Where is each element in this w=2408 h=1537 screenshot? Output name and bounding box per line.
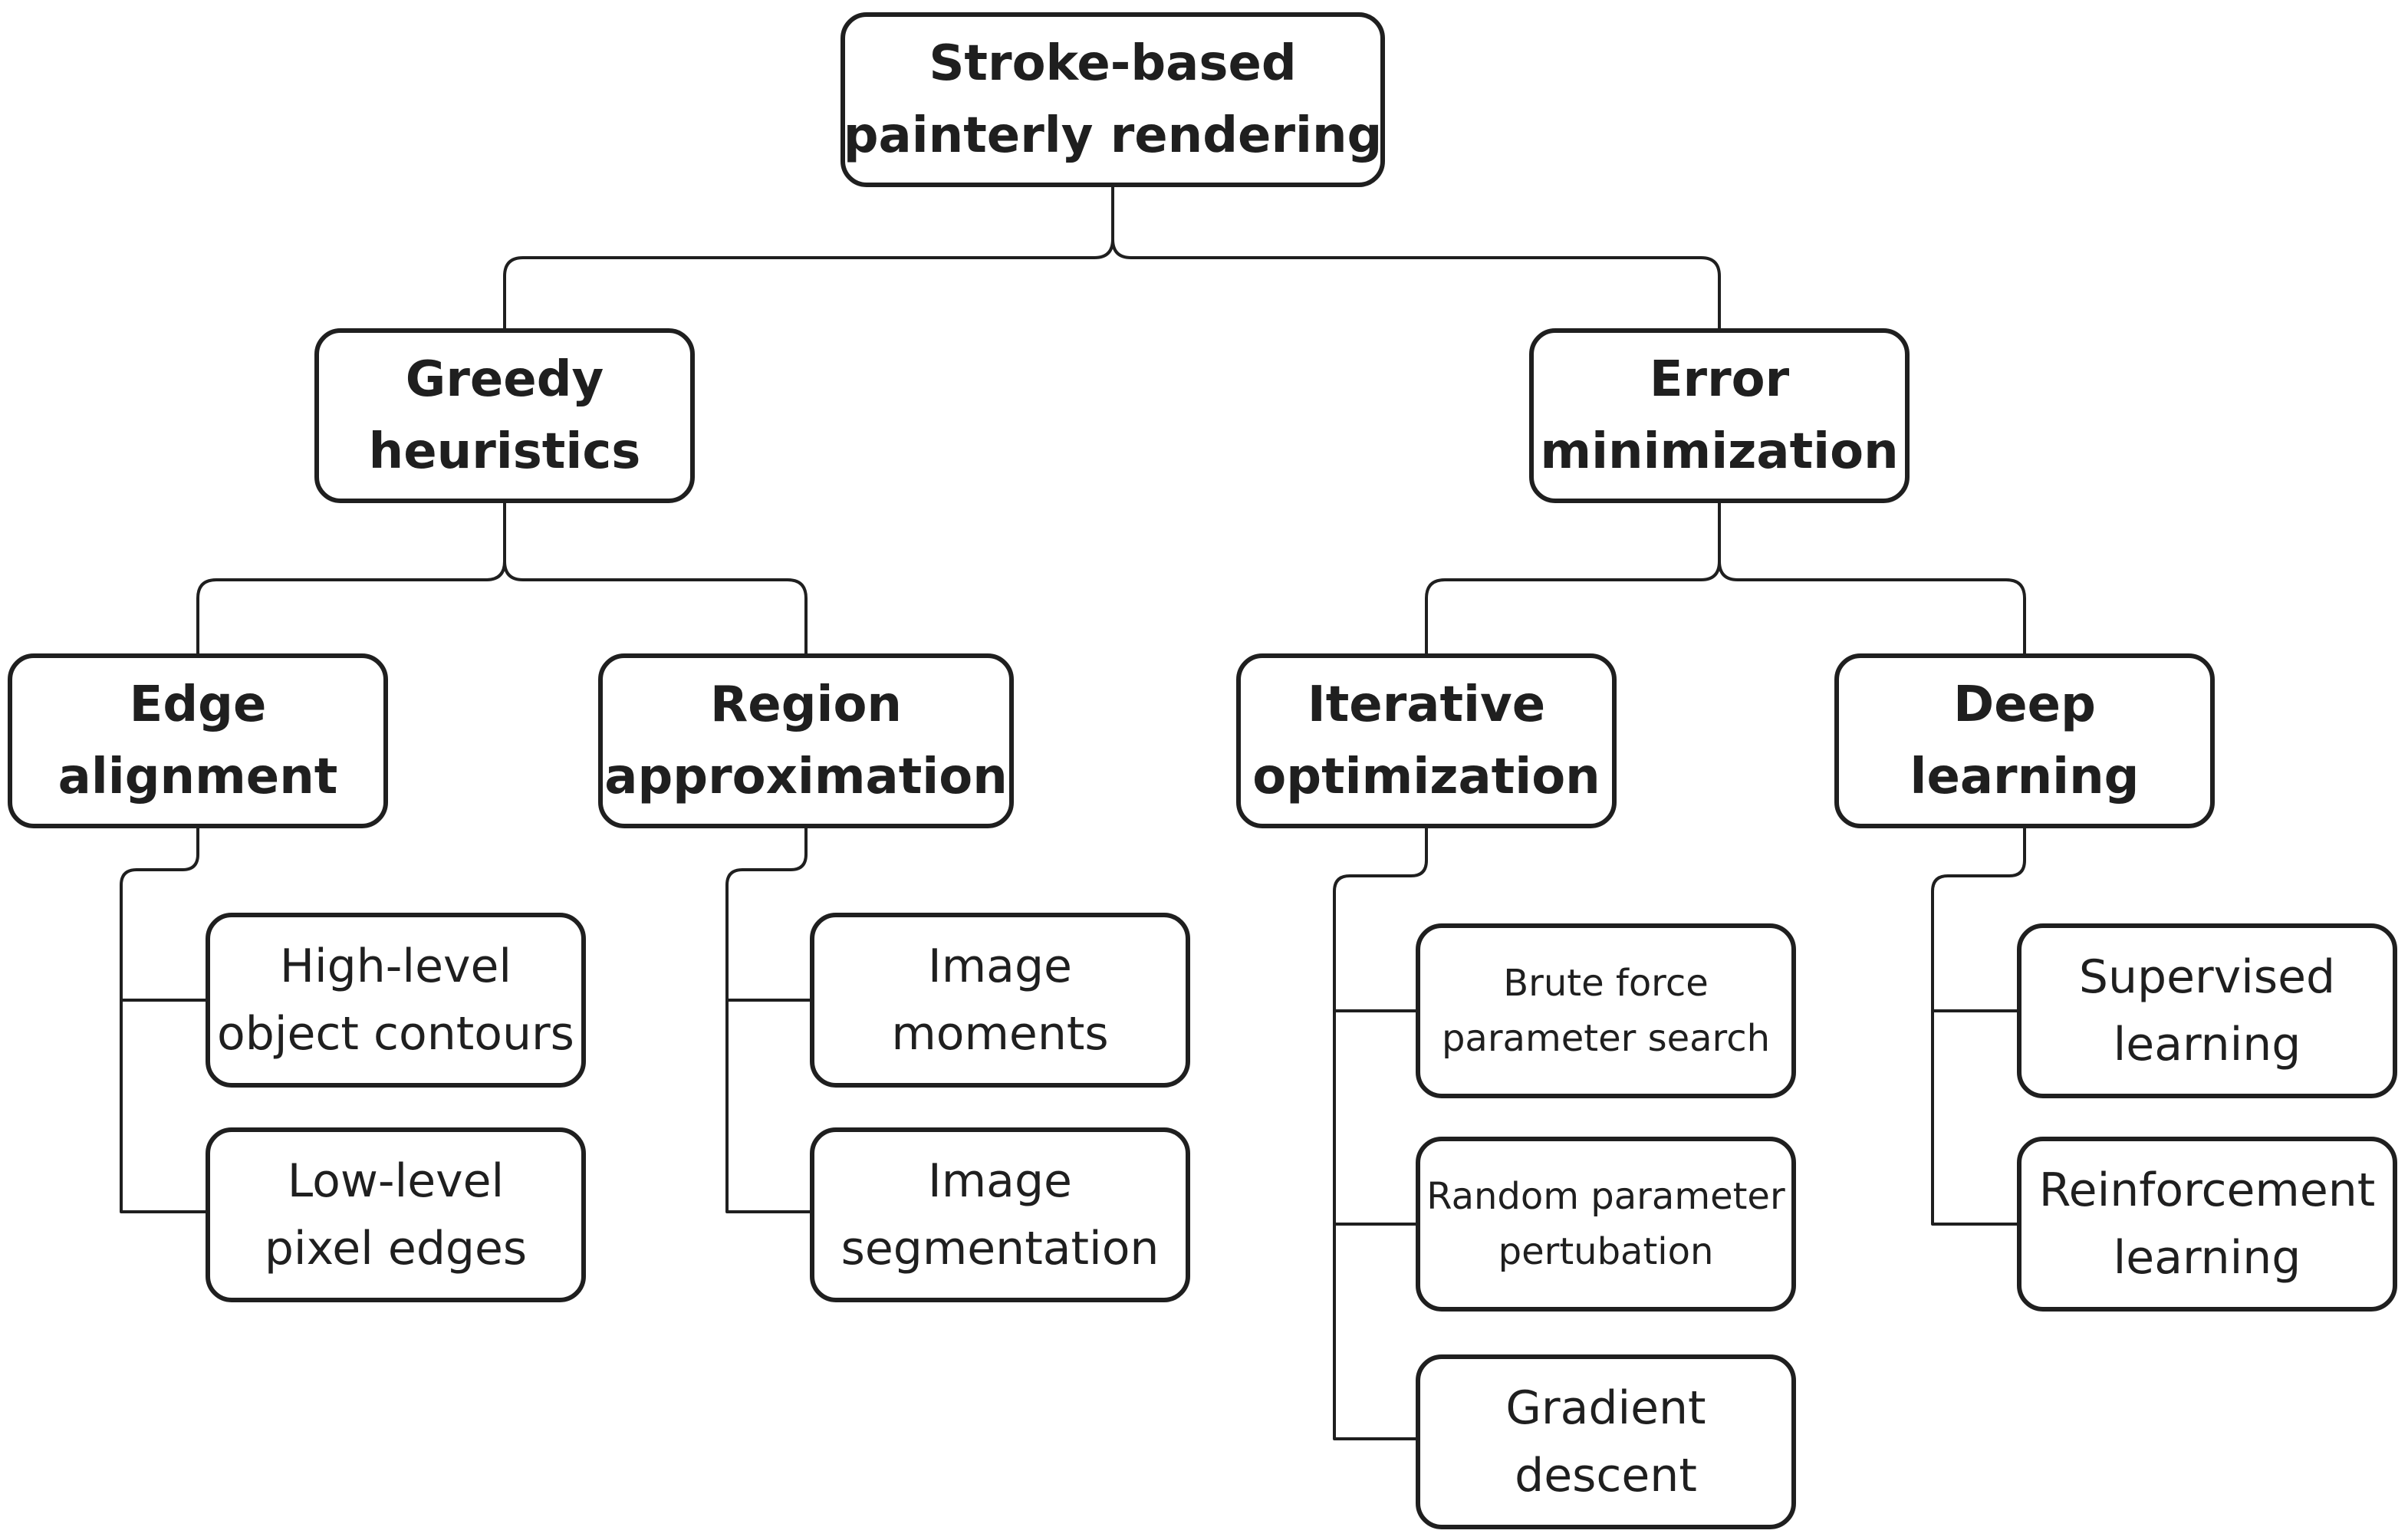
node-label-line: Image xyxy=(928,940,1072,993)
node-label-line: moments xyxy=(891,1007,1109,1061)
node-label-line: alignment xyxy=(58,749,338,805)
node-label-line: heuristics xyxy=(368,423,641,480)
node-label-line: High-level xyxy=(279,940,512,993)
node-label-line: Iterative xyxy=(1307,676,1546,733)
node-label-line: learning xyxy=(2113,1018,2301,1071)
node-label-line: Stroke-based xyxy=(929,35,1297,92)
edge-edge-leaves xyxy=(120,827,207,1213)
edge-error-iterative xyxy=(1425,502,1721,655)
edge-greedy-region xyxy=(503,502,808,655)
node-region-approximation: Region approximation xyxy=(598,653,1014,828)
node-label-line: pixel edges xyxy=(264,1222,528,1275)
edge-root-greedy xyxy=(503,186,1114,330)
node-greedy-heuristics: Greedy heuristics xyxy=(314,328,695,503)
node-image-moments: Image moments xyxy=(810,913,1190,1088)
node-label-line: Brute force xyxy=(1503,962,1709,1005)
node-label-line: Low-level xyxy=(287,1154,505,1208)
node-label-line: descent xyxy=(1515,1449,1697,1502)
edge-greedy-edge xyxy=(196,502,506,655)
node-label-line: Supervised xyxy=(2078,950,2336,1004)
node-label-line: minimization xyxy=(1540,423,1899,480)
node-label-line: segmentation xyxy=(840,1222,1160,1275)
node-high-level-object-contours: High-level object contours xyxy=(206,913,586,1088)
node-low-level-pixel-edges: Low-level pixel edges xyxy=(206,1127,586,1302)
edge-deep-leaves xyxy=(1931,827,2026,1226)
node-label-line: object contours xyxy=(217,1007,574,1061)
edge-region-leaves xyxy=(725,827,811,1213)
node-label-line: pertubation xyxy=(1498,1230,1714,1273)
node-label-line: learning xyxy=(2113,1231,2301,1285)
node-label-line: optimization xyxy=(1252,749,1600,805)
node-label-line: Error xyxy=(1649,351,1790,408)
node-label-line: Gradient xyxy=(1505,1381,1706,1435)
node-label-line: Image xyxy=(928,1154,1072,1208)
edge-error-deep xyxy=(1718,502,2026,655)
node-random-parameter-pertubation: Random parameter pertubation xyxy=(1416,1137,1796,1312)
node-label-line: Edge xyxy=(129,676,267,733)
node-supervised-learning: Supervised learning xyxy=(2017,923,2397,1098)
node-image-segmentation: Image segmentation xyxy=(810,1127,1190,1302)
node-label-line: parameter search xyxy=(1441,1017,1771,1060)
node-label-line: Reinforcement xyxy=(2038,1163,2376,1217)
edge-iter-leaves xyxy=(1333,827,1428,1440)
node-reinforcement-learning: Reinforcement learning xyxy=(2017,1137,2397,1312)
node-label-line: approximation xyxy=(604,749,1008,805)
node-brute-force-parameter-search: Brute force parameter search xyxy=(1416,923,1796,1098)
node-label-line: Random parameter xyxy=(1426,1175,1785,1218)
node-deep-learning: Deep learning xyxy=(1834,653,2215,828)
node-iterative-optimization: Iterative optimization xyxy=(1236,653,1617,828)
node-label-line: Deep xyxy=(1953,676,2096,733)
edge-root-error xyxy=(1111,186,1721,330)
node-edge-alignment: Edge alignment xyxy=(8,653,388,828)
node-label-line: learning xyxy=(1910,749,2140,805)
node-label-line: Region xyxy=(710,676,902,733)
node-stroke-based-painterly-rendering: Stroke-based painterly rendering xyxy=(840,12,1385,187)
node-error-minimization: Error minimization xyxy=(1529,328,1910,503)
node-label-line: Greedy xyxy=(405,351,604,408)
node-gradient-descent: Gradient descent xyxy=(1416,1354,1796,1529)
node-label-line: painterly rendering xyxy=(843,107,1383,164)
